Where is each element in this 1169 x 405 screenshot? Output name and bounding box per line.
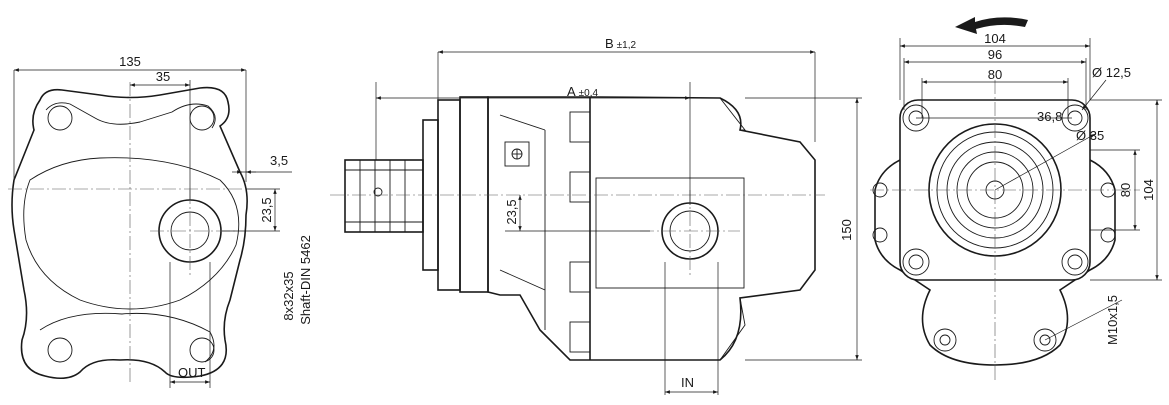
dim-150: 150 — [839, 219, 854, 241]
thread-m10: M10x1,5 — [1105, 295, 1120, 345]
dim-104-right: 104 — [1141, 179, 1156, 201]
dim-b: B±1,2 — [605, 36, 637, 51]
dim-23-5-left: 23,5 — [259, 197, 274, 222]
dim-23-5-mid: 23,5 — [504, 199, 519, 224]
dim-104-top: 104 — [984, 31, 1006, 46]
curved-arrow-left-icon — [955, 17, 1028, 34]
dim-135: 135 — [119, 54, 141, 69]
dim-96: 96 — [988, 47, 1002, 62]
dim-a: A±0,4 — [567, 84, 599, 99]
middle-view: B±1,2 A±0,4 23,5 IN 150 — [330, 36, 862, 395]
label-in: IN — [681, 375, 694, 390]
dim-35: 35 — [156, 69, 170, 84]
dim-80-right: 80 — [1118, 183, 1133, 197]
dim-80-top: 80 — [988, 67, 1002, 82]
right-view: 104 96 80 Ø 12,5 36,8 Ø 35 80 104 M10x1,… — [870, 31, 1162, 380]
left-view: 135 35 3,5 23,5 OUT — [8, 54, 292, 388]
label-out: OUT — [178, 365, 206, 380]
dim-dia-12-5: Ø 12,5 — [1092, 65, 1131, 80]
shaft-spec: 8x32x35 — [281, 271, 296, 320]
dim-dia-35: Ø 35 — [1076, 128, 1104, 143]
dim-3-5: 3,5 — [270, 153, 288, 168]
dim-36-8: 36,8 — [1037, 109, 1062, 124]
shaft-standard: Shaft-DIN 5462 — [298, 235, 313, 325]
